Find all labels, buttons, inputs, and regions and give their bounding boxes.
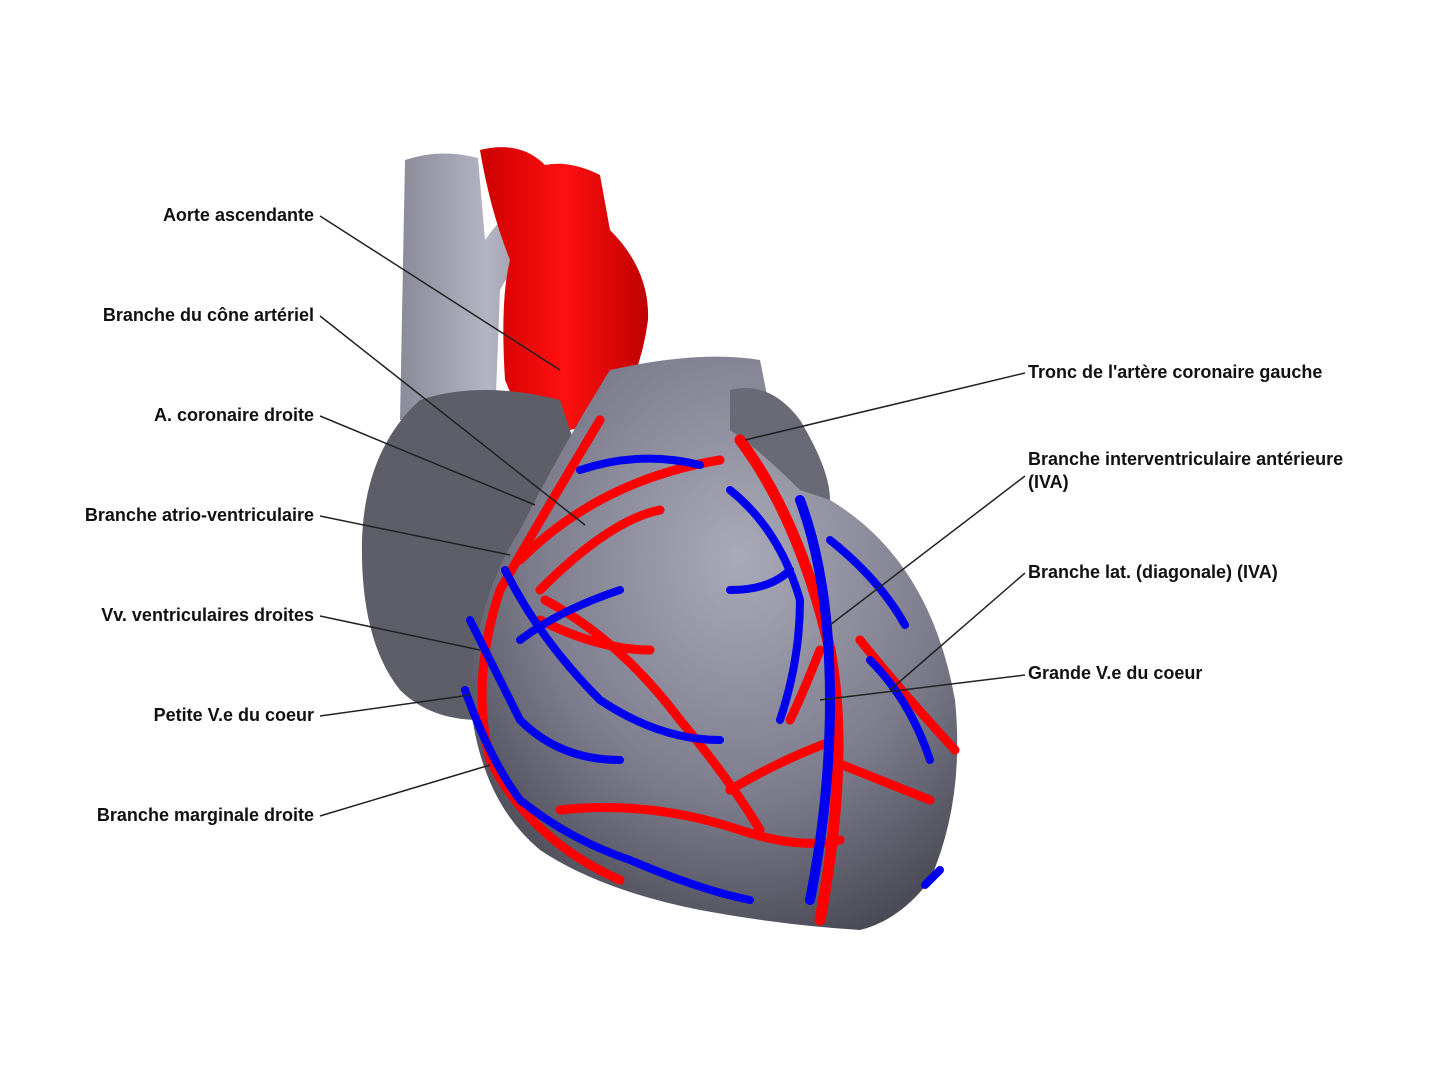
leader-lines xyxy=(319,215,1026,817)
label-atrio-ventriculaire: Branche atrio-ventriculaire xyxy=(84,505,314,525)
leader-diagonale xyxy=(889,572,1026,691)
label-aorte-ascendante: Aorte ascendante xyxy=(162,205,314,225)
label-branche-cone-arteriel: Branche du cône artériel xyxy=(102,305,314,325)
leader-grande-ve xyxy=(819,674,1026,701)
label-iva-abbrev: (IVA) xyxy=(1028,472,1069,492)
veins xyxy=(461,454,944,905)
label-coronaire-droite: A. coronaire droite xyxy=(153,405,314,425)
leader-marginale xyxy=(319,764,491,817)
label-petite-ve: Petite V.e du coeur xyxy=(153,705,314,725)
leader-tronc xyxy=(744,372,1026,441)
aorta xyxy=(480,147,649,440)
leader-coronaire-droite xyxy=(319,415,536,506)
leader-cone xyxy=(319,315,586,526)
right-atrium xyxy=(361,390,580,720)
leader-iva xyxy=(829,475,1026,626)
label-tronc-coronaire-gauche: Tronc de l'artère coronaire gauche xyxy=(1028,362,1323,382)
label-diagonale: Branche lat. (diagonale) (IVA) xyxy=(1028,562,1278,582)
leader-petite-ve xyxy=(319,694,471,717)
leader-aorte xyxy=(319,215,561,371)
leader-vv xyxy=(319,615,481,651)
label-marginale-droite: Branche marginale droite xyxy=(96,805,314,825)
leader-atrio-ventriculaire xyxy=(319,515,511,556)
label-vv-ventriculaires: Vv. ventriculaires droites xyxy=(101,605,314,625)
left-auricle xyxy=(730,388,830,500)
label-iva: Branche interventriculaire antérieure xyxy=(1028,449,1344,469)
label-grande-ve: Grande V.e du coeur xyxy=(1028,663,1203,683)
